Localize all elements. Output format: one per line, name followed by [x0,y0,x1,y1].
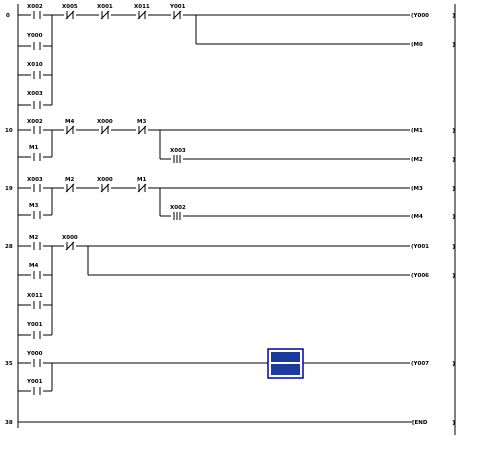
step-number: 0 [6,13,10,19]
coil-y000[interactable]: (Y000 [411,13,429,19]
coil-end-marks: } } } } } } } } } } [452,13,456,426]
contact-x000[interactable]: X000 [62,235,78,251]
step-number: 10 [5,128,13,134]
coil-m3[interactable]: (M3 [411,186,423,192]
coil-m0[interactable]: (M0 [411,42,423,48]
contact-y000[interactable]: Y000 [26,33,43,50]
coil-m4[interactable]: (M4 [411,214,423,220]
contact-label: X011 [27,293,43,299]
coil-m1[interactable]: (M1 [411,128,423,134]
contact-x000[interactable]: X000 [97,119,113,135]
rung-38-end[interactable]: 38 [END [5,420,428,426]
contact-m3[interactable]: M3 [29,203,43,219]
rung-19[interactable]: 19 X003 M2 X000 M1 [5,177,423,220]
contact-y001[interactable]: Y001 [169,4,186,20]
end-mark: } [452,13,456,19]
contact-label: M3 [29,203,38,209]
contact-label: M4 [65,119,74,125]
end-mark: } [452,214,456,220]
coil-m2[interactable]: (M2 [411,157,423,163]
contact-label: X000 [97,119,113,125]
step-number: 28 [5,244,13,250]
contact-label: X000 [62,235,78,241]
step-number: 35 [5,361,13,367]
contact-label: X000 [97,177,113,183]
contact-y001[interactable]: Y001 [26,322,43,339]
contact-x002-pulse[interactable]: X002 [170,205,186,220]
contact-label: M2 [29,235,38,241]
contact-label: Y001 [26,322,43,328]
contact-label: X001 [97,4,113,10]
coil-y001[interactable]: (Y001 [411,244,429,250]
rung-10[interactable]: 10 X002 M4 X000 M3 [5,119,423,163]
contact-x011[interactable]: X011 [27,293,43,309]
contact-label: M1 [29,145,38,151]
step-number: 38 [5,420,13,426]
contact-x000[interactable]: X000 [97,177,113,193]
end-mark: } [452,273,456,279]
contact-label: Y001 [26,379,43,385]
contact-m1[interactable]: M1 [136,177,148,193]
end-instruction[interactable]: [END [412,420,428,426]
contact-label: Y000 [26,33,43,39]
contact-y000[interactable]: Y000 [26,351,43,367]
contact-label: X011 [134,4,150,10]
contact-label: X003 [27,91,43,97]
contact-label: X002 [27,119,43,125]
end-mark: } [452,186,456,192]
contact-label: M4 [29,263,38,269]
contact-x003[interactable]: X003 [27,177,43,192]
contact-m4[interactable]: M4 [29,263,43,279]
end-mark: } [452,420,456,426]
contact-label: X010 [27,62,43,68]
contact-x011[interactable]: X011 [134,4,150,20]
contact-x003[interactable]: X003 [27,91,43,109]
selection-cursor[interactable] [267,348,304,379]
rung-0[interactable]: 0 X002 X005 X001 X011 [6,4,429,109]
contact-x002[interactable]: X002 [27,119,43,134]
coil-y006[interactable]: (Y006 [411,273,429,279]
contact-x001[interactable]: X001 [97,4,113,20]
contact-m4[interactable]: M4 [64,119,76,135]
rung-28[interactable]: 28 M2 X000 M4 X011 Y001 [5,235,429,339]
contact-x005[interactable]: X005 [62,4,78,20]
contact-m1[interactable]: M1 [29,145,43,161]
end-mark: } [452,128,456,134]
contact-x003-pulse[interactable]: X003 [170,148,186,163]
end-mark: } [452,157,456,163]
contact-label: M2 [65,177,74,183]
contact-label: M3 [137,119,146,125]
contact-x002[interactable]: X002 [27,4,43,19]
end-mark: } [452,244,456,250]
contact-label: X003 [170,148,186,154]
contact-label: Y000 [26,351,43,357]
contact-y001[interactable]: Y001 [26,379,43,395]
contact-m3[interactable]: M3 [136,119,148,135]
contact-label: X002 [27,4,43,10]
contact-label: X003 [27,177,43,183]
step-number: 19 [5,186,13,192]
coil-y007[interactable]: (Y007 [411,361,429,367]
contact-x010[interactable]: X010 [27,62,43,79]
end-mark: } [452,42,456,48]
rung-35[interactable]: 35 Y000 Y001 (Y007 [5,348,429,395]
end-mark: } [452,361,456,367]
contact-label: Y001 [169,4,186,10]
contact-label: X005 [62,4,78,10]
contact-label: M1 [137,177,146,183]
contact-label: X002 [170,205,186,211]
contact-m2[interactable]: M2 [29,235,43,250]
contact-m2[interactable]: M2 [64,177,76,193]
